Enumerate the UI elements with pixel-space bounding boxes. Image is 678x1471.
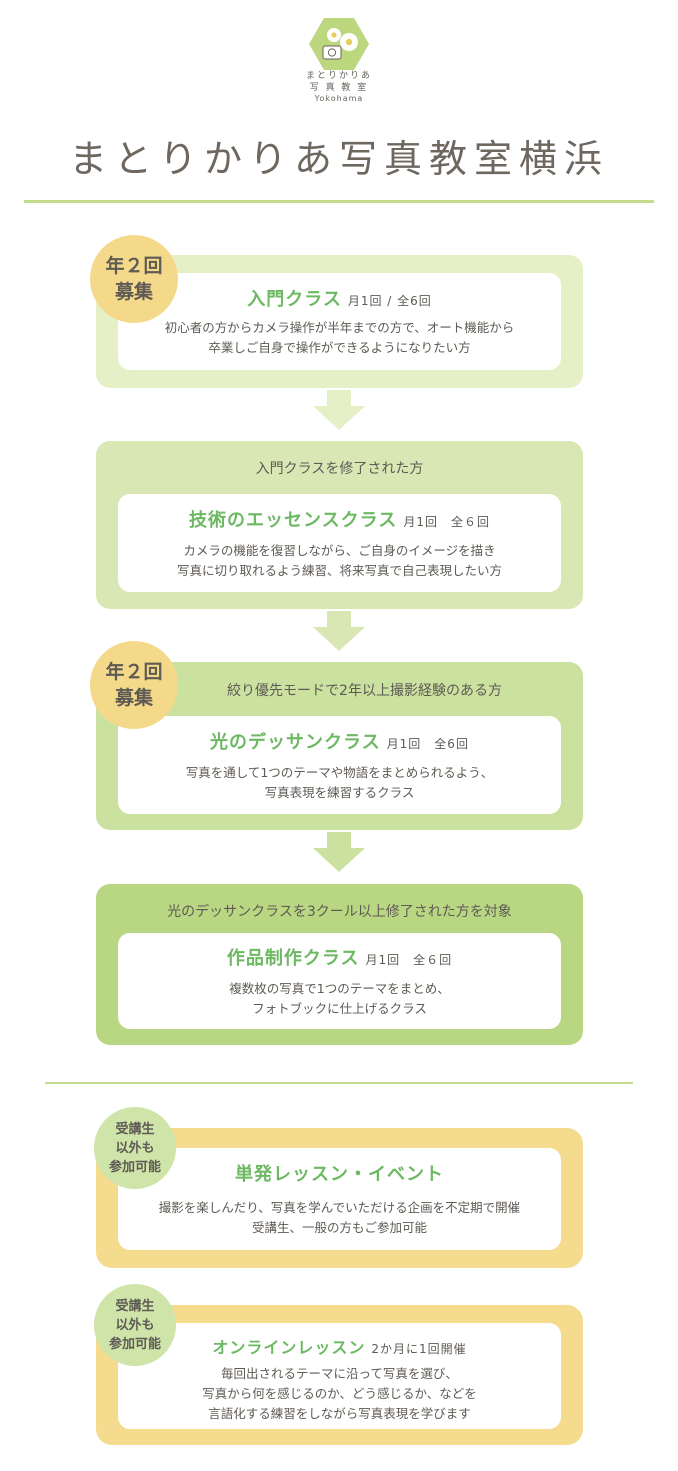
class-description: 複数枚の写真で1つのテーマをまとめ、 フォトブックに仕上げるクラス: [118, 979, 561, 1019]
desc-line: 写真表現を練習するクラス: [264, 785, 415, 800]
class-heading: 技術のエッセンスクラス月1回 全６回: [118, 506, 561, 532]
badge-line: 募集: [114, 281, 153, 303]
step-technique-class: 入門クラスを修了された方 技術のエッセンスクラス月1回 全６回 カメラの機能を復…: [96, 441, 583, 609]
class-schedule: 月1回 全6回: [386, 737, 469, 751]
logo-text-line1: まとりかりあ: [305, 71, 372, 81]
recruit-badge: 年２回 募集: [90, 641, 178, 729]
online-lesson: オンラインレッスン 2か月に1回開催 毎回出されるテーマに沿って写真を選び、 写真…: [96, 1305, 583, 1445]
lesson-heading: オンラインレッスン 2か月に1回開催: [118, 1334, 561, 1358]
desc-line: 撮影を楽しんだり、写真を学んでいただける企画を不定期で開催: [158, 1200, 521, 1215]
flow-arrow: [0, 611, 678, 651]
lesson-name: 単発レッスン・イベント: [235, 1164, 444, 1185]
flow-arrow: [0, 832, 678, 872]
badge-line: 参加可能: [108, 1159, 161, 1175]
lesson-heading: 単発レッスン・イベント: [118, 1160, 561, 1186]
class-schedule: 月1回 全６回: [403, 515, 490, 529]
desc-line: 言語化する練習をしながら写真表現を学びます: [208, 1406, 471, 1421]
page-title: まとりかりあ写真教室横浜: [68, 137, 609, 181]
lesson-name: オンラインレッスン: [212, 1338, 366, 1357]
down-arrow-icon: [313, 832, 365, 872]
class-prerequisite: 光のデッサンクラスを3クール以上修了された方を対象: [167, 904, 512, 920]
logo-text-line2: 写 真 教 室: [309, 83, 369, 93]
class-description: カメラの機能を復習しながら、ご自身のイメージを描き 写真に切り取れるよう練習、将…: [118, 541, 561, 581]
flow-arrow: [0, 390, 678, 430]
step-intro-class: 入門クラス月1回 / 全6回 初心者の方からカメラ操作が半年までの方で、オート機…: [96, 255, 583, 388]
class-schedule: 月1回 / 全6回: [347, 294, 432, 308]
class-prerequisite: 入門クラスを修了された方: [255, 461, 424, 477]
class-prerequisite: 絞り優先モードで2年以上撮影経験のある方: [227, 683, 502, 699]
badge-line: 年２回: [105, 255, 163, 277]
class-description: 写真を通して1つのテーマや物語をまとめられるよう、 写真表現を練習するクラス: [118, 763, 561, 803]
logo: まとりかりあ 写 真 教 室 Yokohama: [0, 18, 678, 103]
desc-line: フォトブックに仕上げるクラス: [252, 1001, 427, 1016]
down-arrow-icon: [313, 611, 365, 651]
desc-line: 写真を通して1つのテーマや物語をまとめられるよう、: [185, 765, 494, 780]
lesson-description: 撮影を楽しんだり、写真を学んでいただける企画を不定期で開催 受講生、一般の方もご…: [118, 1198, 561, 1238]
lesson-card: オンラインレッスン 2か月に1回開催 毎回出されるテーマに沿って写真を選び、 写真…: [118, 1323, 561, 1429]
desc-line: 写真に切り取れるよう練習、将来写真で自己表現したい方: [176, 563, 502, 578]
class-heading: 入門クラス月1回 / 全6回: [118, 285, 561, 311]
class-description: 初心者の方からカメラ操作が半年までの方で、オート機能から 卒業しご自身で操作がで…: [118, 318, 561, 358]
badge-line: 受講生: [115, 1298, 155, 1314]
badge-line: 以外も: [115, 1140, 155, 1156]
desc-line: 毎回出されるテーマに沿って写真を選び、: [221, 1366, 458, 1381]
class-card: 作品制作クラス月1回 全６回 複数枚の写真で1つのテーマをまとめ、 フォトブック…: [118, 933, 561, 1029]
class-name: 光のデッサンクラス: [210, 732, 381, 753]
desc-line: カメラの機能を復習しながら、ご自身のイメージを描き: [183, 543, 496, 558]
class-name: 入門クラス: [247, 289, 342, 310]
badge-line: 以外も: [115, 1317, 155, 1333]
class-card: 入門クラス月1回 / 全6回 初心者の方からカメラ操作が半年までの方で、オート機…: [118, 273, 561, 370]
recruit-badge: 年２回 募集: [90, 235, 178, 323]
class-heading: 作品制作クラス月1回 全６回: [118, 944, 561, 970]
logo-text-line3: Yokohama: [314, 94, 364, 103]
single-lesson-event: 単発レッスン・イベント 撮影を楽しんだり、写真を学んでいただける企画を不定期で開…: [96, 1128, 583, 1268]
class-heading: 光のデッサンクラス月1回 全6回: [118, 728, 561, 754]
badge-line: 受講生: [115, 1121, 155, 1137]
desc-line: 複数枚の写真で1つのテーマをまとめ、: [229, 981, 450, 996]
step-portfolio-class: 光のデッサンクラスを3クール以上修了された方を対象 作品制作クラス月1回 全６回…: [96, 884, 583, 1045]
desc-line: 卒業しご自身で操作ができるようになりたい方: [208, 340, 471, 355]
class-schedule: 月1回 全６回: [365, 953, 453, 967]
desc-line: 写真から何を感じるのか、どう感じるか、などを: [202, 1386, 477, 1401]
class-name: 作品制作クラス: [226, 948, 360, 969]
lesson-description: 毎回出されるテーマに沿って写真を選び、 写真から何を感じるのか、どう感じるか、な…: [118, 1364, 561, 1424]
class-card: 光のデッサンクラス月1回 全6回 写真を通して1つのテーマや物語をまとめられるよ…: [118, 716, 561, 814]
badge-line: 参加可能: [108, 1336, 161, 1352]
badge-line: 年２回: [105, 661, 163, 683]
class-card: 技術のエッセンスクラス月1回 全６回 カメラの機能を復習しながら、ご自身のイメー…: [118, 494, 561, 592]
badge-line: 募集: [114, 687, 153, 709]
camera-flower-logo-icon: [309, 18, 369, 70]
desc-line: 受講生、一般の方もご参加可能: [251, 1220, 427, 1235]
desc-line: 初心者の方からカメラ操作が半年までの方で、オート機能から: [164, 320, 515, 335]
open-to-all-badge: 受講生 以外も 参加可能: [94, 1107, 176, 1189]
down-arrow-icon: [313, 390, 365, 430]
lesson-card: 単発レッスン・イベント 撮影を楽しんだり、写真を学んでいただける企画を不定期で開…: [118, 1148, 561, 1250]
open-to-all-badge: 受講生 以外も 参加可能: [94, 1284, 176, 1366]
class-name: 技術のエッセンスクラス: [189, 510, 398, 531]
header-divider: [24, 200, 654, 203]
section-divider: [45, 1082, 633, 1084]
lesson-schedule: 2か月に1回開催: [371, 1342, 467, 1356]
